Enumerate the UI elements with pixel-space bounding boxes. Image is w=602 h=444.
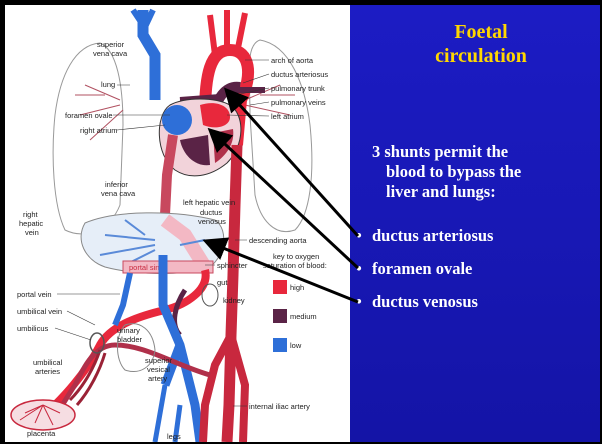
- portal-vein: [115, 273, 130, 325]
- text-panel: [350, 5, 600, 442]
- bullet-icon: •: [356, 226, 362, 246]
- label-right-hepatic-2: hepatic: [19, 219, 43, 228]
- shunt-item-ductus-arteriosus: • ductus arteriosus: [356, 226, 596, 259]
- label-urinary-2: bladder: [117, 335, 143, 344]
- label-right-hepatic-1: right: [23, 210, 39, 219]
- key-swatch-medium: [273, 309, 287, 323]
- right-lung-outline: [53, 43, 123, 234]
- label-gut: gut: [217, 278, 228, 287]
- aortic-branches: [210, 10, 245, 55]
- intro-line2: blood to bypass the: [372, 162, 597, 182]
- label-ductus-venosus-2: venosus: [198, 217, 226, 226]
- intro-line3: liver and lungs:: [372, 182, 597, 202]
- label-foramen-ovale: foramen ovale: [65, 111, 113, 120]
- label-internal-iliac: internal iliac artery: [249, 402, 310, 411]
- key-title-line1: key to oxygen: [273, 252, 319, 261]
- label-superior-vesical-2: vesical: [147, 365, 170, 374]
- label-kidney: kidney: [223, 296, 245, 305]
- label-pulmonary-trunk: pulmonary trunk: [271, 84, 325, 93]
- label-superior-vena-cava-2: vena cava: [93, 49, 128, 58]
- label-superior-vena-cava-1: superior: [97, 40, 125, 49]
- foetal-circulation-diagram: portal sinus: [5, 5, 350, 442]
- right-atrium: [162, 105, 192, 135]
- label-ductus-venosus-1: ductus: [200, 208, 222, 217]
- shunt-label: foramen ovale: [372, 259, 472, 278]
- key-swatch-high: [273, 280, 287, 294]
- key-swatch-low: [273, 338, 287, 352]
- bullet-icon: •: [356, 259, 362, 279]
- circulation-illustration: portal sinus: [5, 5, 350, 442]
- intro-line1: 3 shunts permit the: [372, 142, 597, 162]
- label-ductus-arteriosus: ductus arteriosus: [271, 70, 328, 79]
- slide-title: Foetal circulation: [376, 20, 586, 68]
- descending-aorta: [227, 145, 237, 442]
- label-legs: legs: [167, 432, 181, 441]
- label-sphincter: sphincter: [217, 261, 248, 270]
- bullet-icon: •: [356, 292, 362, 312]
- label-pulmonary-veins: pulmonary veins: [271, 98, 326, 107]
- slide-title-line1: Foetal: [376, 20, 586, 44]
- label-umbilical-vein: umbilical vein: [17, 307, 62, 316]
- kidney-shape: [202, 284, 218, 306]
- shunt-label: ductus venosus: [372, 292, 478, 311]
- key-title-line2: saturation of blood:: [263, 261, 327, 270]
- label-umbilical-arteries-1: umbilical: [33, 358, 63, 367]
- shunt-item-foramen-ovale: • foramen ovale: [356, 259, 596, 292]
- label-portal-vein: portal vein: [17, 290, 52, 299]
- label-descending-aorta: descending aorta: [249, 236, 307, 245]
- label-right-hepatic-3: vein: [25, 228, 39, 237]
- shunt-list: • ductus arteriosus • foramen ovale • ductu…: [356, 226, 596, 325]
- key-label-medium: medium: [290, 312, 317, 321]
- key-label-low: low: [290, 341, 302, 350]
- label-left-hepatic-vein: left hepatic vein: [183, 198, 235, 207]
- label-inferior-vena-cava-1: inferior: [105, 180, 128, 189]
- label-urinary-1: urinary: [117, 326, 140, 335]
- label-left-atrium: left atrium: [271, 112, 304, 121]
- label-superior-vesical-1: superior: [145, 356, 173, 365]
- label-umbilicus: umbilicus: [17, 324, 49, 333]
- slide-title-line2: circulation: [376, 44, 586, 68]
- iliac-veins: [163, 255, 200, 442]
- left-lung-outline: [249, 40, 312, 232]
- intro-text: 3 shunts permit the blood to bypass the …: [372, 142, 597, 202]
- placenta: [11, 400, 75, 430]
- label-lung: lung: [101, 80, 115, 89]
- shunt-item-ductus-venosus: • ductus venosus: [356, 292, 596, 325]
- label-superior-vesical-3: artery: [148, 374, 167, 383]
- label-umbilical-arteries-2: arteries: [35, 367, 60, 376]
- label-right-atrium: right atrium: [80, 126, 118, 135]
- label-arch-of-aorta: arch of aorta: [271, 56, 314, 65]
- key-label-high: high: [290, 283, 304, 292]
- label-inferior-vena-cava-2: vena cava: [101, 189, 136, 198]
- label-placenta: placenta: [27, 429, 56, 438]
- shunt-label: ductus arteriosus: [372, 226, 493, 245]
